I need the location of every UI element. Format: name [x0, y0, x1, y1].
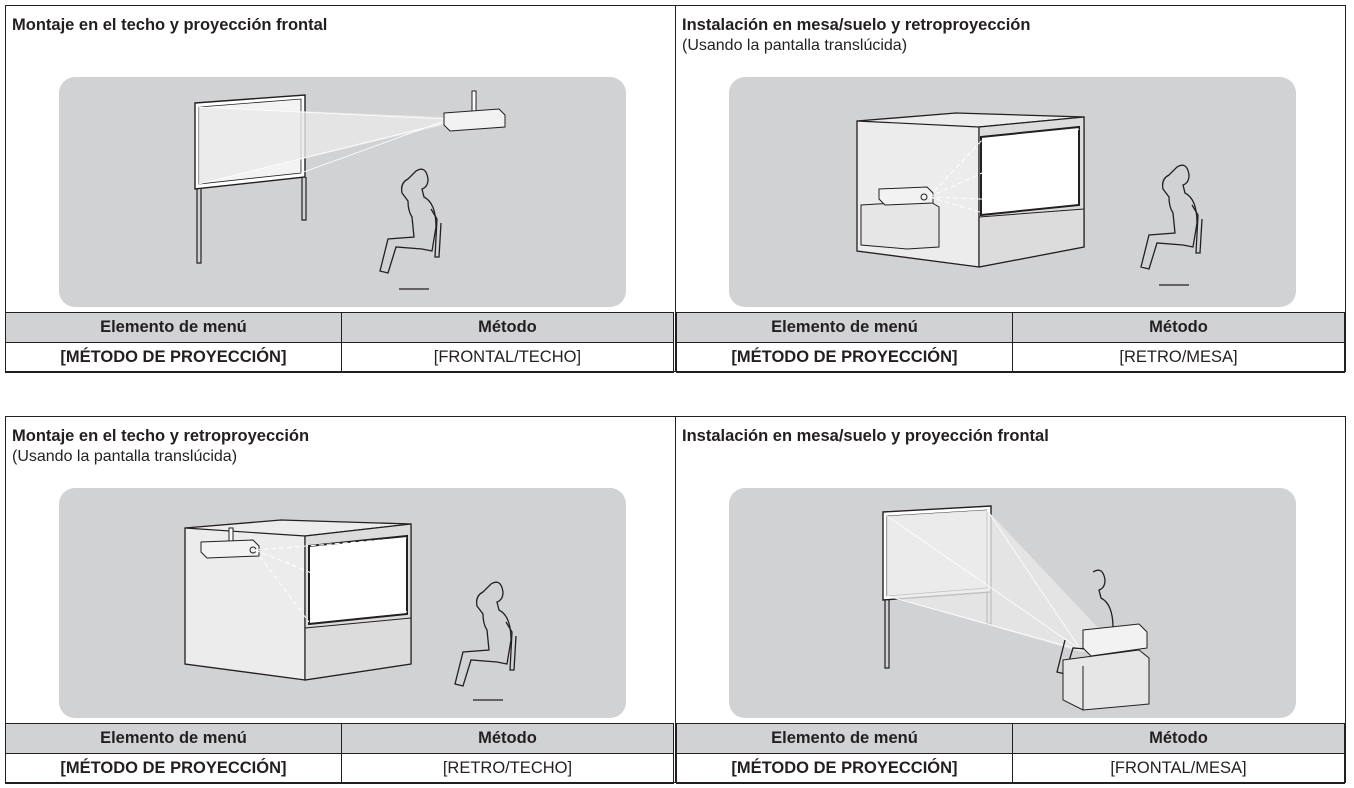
- menu-table: Elemento de menú Método [MÉTODO DE PROYE…: [5, 312, 675, 373]
- header-method: Método: [340, 723, 675, 754]
- panel-title: Instalación en mesa/suelo y proyección f…: [682, 427, 1049, 445]
- menu-item-cell: [MÉTODO DE PROYECCIÓN]: [5, 342, 342, 373]
- header-method: Método: [1011, 723, 1346, 754]
- menu-table: Elemento de menú Método [MÉTODO DE PROYE…: [676, 723, 1346, 784]
- header-menu-item: Elemento de menú: [5, 723, 342, 754]
- panel-subtitle: (Usando la pantalla translúcida): [682, 37, 908, 54]
- menu-item-cell: [MÉTODO DE PROYECCIÓN]: [676, 342, 1013, 373]
- panel-subtitle: (Usando la pantalla translúcida): [12, 448, 238, 465]
- header-menu-item: Elemento de menú: [5, 312, 342, 343]
- desk-front-projection-illustration: [729, 488, 1296, 718]
- menu-table: Elemento de menú Método [MÉTODO DE PROYE…: [5, 723, 675, 784]
- method-cell: [RETRO/MESA]: [1011, 342, 1346, 373]
- header-menu-item: Elemento de menú: [676, 312, 1013, 343]
- method-cell: [FRONTAL/TECHO]: [340, 342, 675, 373]
- header-method: Método: [340, 312, 675, 343]
- ceiling-front-projection-illustration: [59, 77, 626, 307]
- menu-item-cell: [MÉTODO DE PROYECCIÓN]: [676, 753, 1013, 784]
- panel-ceiling-front: Montaje en el techo y proyección frontal: [5, 5, 676, 373]
- header-menu-item: Elemento de menú: [676, 723, 1013, 754]
- panel-desk-front: Instalación en mesa/suelo y proyección f…: [676, 416, 1346, 784]
- panel-title: Instalación en mesa/suelo y retroproyecc…: [682, 16, 1031, 34]
- menu-item-cell: [MÉTODO DE PROYECCIÓN]: [5, 753, 342, 784]
- panel-ceiling-rear: Montaje en el techo y retroproyección (U…: [5, 416, 676, 784]
- ceiling-rear-projection-illustration: [59, 488, 626, 718]
- header-method: Método: [1011, 312, 1346, 343]
- panel-desk-rear: Instalación en mesa/suelo y retroproyecc…: [676, 5, 1346, 373]
- desk-rear-projection-illustration: [729, 77, 1296, 307]
- method-cell: [FRONTAL/MESA]: [1011, 753, 1346, 784]
- panel-title: Montaje en el techo y proyección frontal: [12, 16, 328, 34]
- method-cell: [RETRO/TECHO]: [340, 753, 675, 784]
- menu-table: Elemento de menú Método [MÉTODO DE PROYE…: [676, 312, 1346, 373]
- panel-title: Montaje en el techo y retroproyección: [12, 427, 310, 445]
